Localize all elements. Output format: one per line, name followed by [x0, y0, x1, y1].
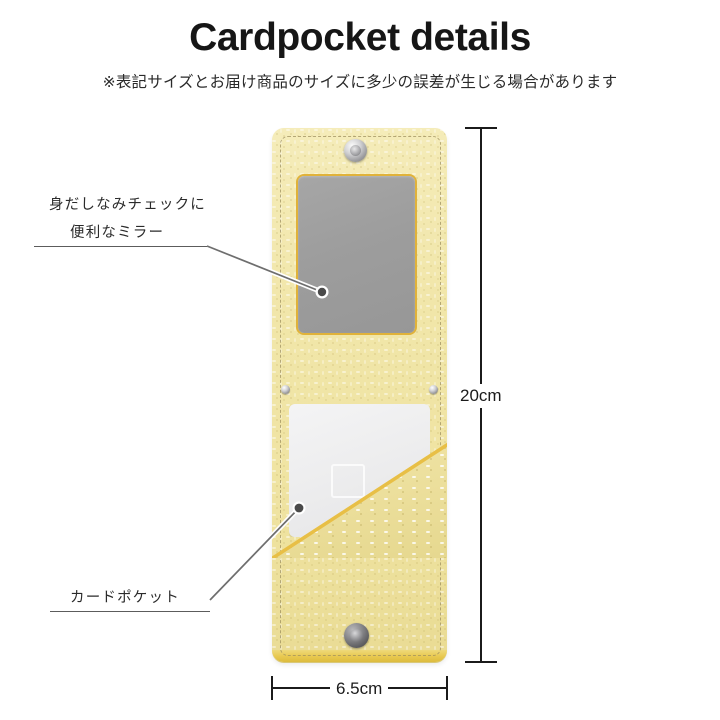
rivet-right [429, 385, 438, 394]
rivet-left [281, 385, 290, 394]
dimension-width-label: 6.5cm [330, 679, 389, 699]
stitch-line [280, 136, 441, 656]
page-title: Cardpocket details [189, 16, 531, 59]
card-pocket-annotation-rule [50, 611, 210, 612]
snap-button-bottom-inner [350, 629, 363, 642]
page-subtitle: ※表記サイズとお届け商品のサイズに多少の誤差が生じる場合があります [102, 74, 618, 91]
mirror-annotation-rule [34, 246, 207, 247]
dimension-height-label: 20cm [457, 384, 505, 408]
snap-button-top-inner [350, 145, 361, 156]
card-pocket-annotation-label: カードポケット [70, 590, 180, 606]
mirror [298, 176, 415, 333]
mirror-annotation-line1: 身だしなみチェックに [49, 197, 206, 213]
card-watermark-icon [331, 464, 365, 498]
mirror-annotation-line2: 便利なミラー [70, 225, 165, 241]
wallet-bottom-edge [272, 650, 447, 662]
